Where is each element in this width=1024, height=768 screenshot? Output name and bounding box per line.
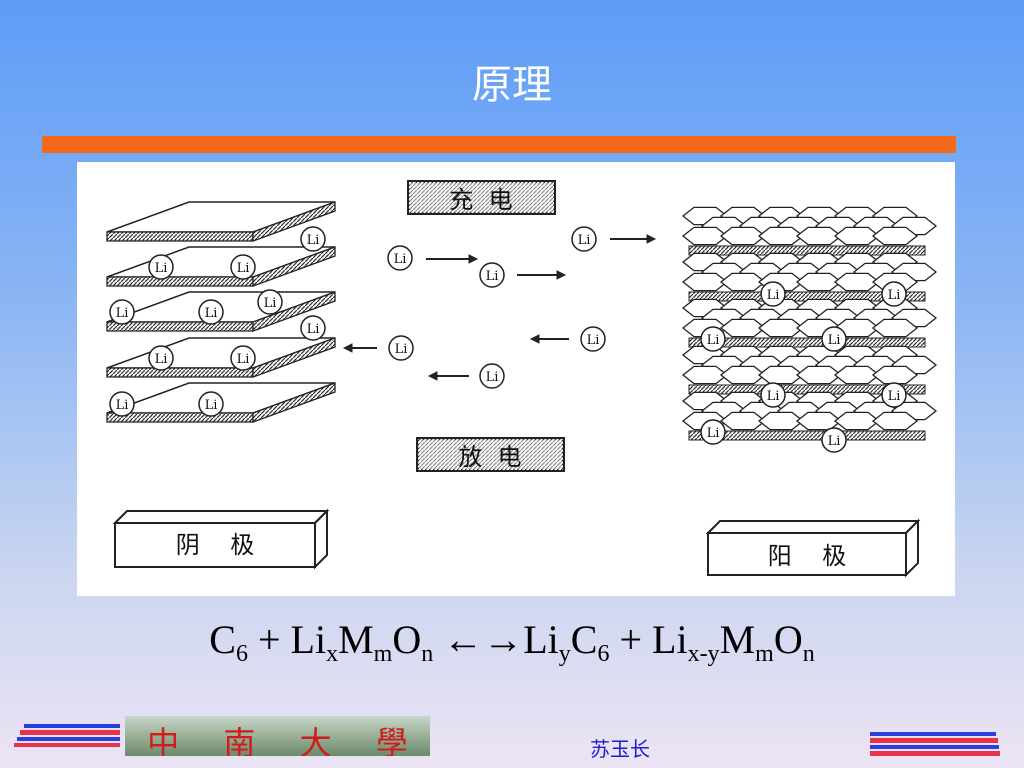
arrow-left-icon (342, 334, 569, 381)
lithium-ion-icon: Li (881, 281, 907, 307)
svg-text:Li: Li (888, 288, 901, 303)
positive-electrode-box: 阳 极 (705, 518, 921, 578)
svg-text:Li: Li (116, 306, 129, 321)
lithium-ion-icon: Li (388, 335, 414, 361)
negative-electrode-box: 阴 极 (112, 508, 330, 570)
lithium-ion-icon: Li (881, 382, 907, 408)
lithium-ion-icon: Li (760, 382, 786, 408)
lithium-ion-icon: Li (760, 281, 786, 307)
lithium-ion-icon: Li (300, 315, 326, 341)
svg-text:Li: Li (205, 398, 218, 413)
svg-text:Li: Li (587, 333, 600, 348)
university-logo: 中南大學 (125, 716, 430, 756)
svg-text:Li: Li (237, 352, 250, 367)
svg-text:Li: Li (307, 233, 320, 248)
svg-text:Li: Li (307, 322, 320, 337)
lithium-ion-icon: Li (198, 391, 224, 417)
lithium-ion-icon: Li (387, 245, 413, 271)
university-logo-text: 中南大學 (147, 724, 408, 756)
svg-text:Li: Li (237, 261, 250, 276)
lithium-ion-icon: Li (821, 427, 847, 453)
svg-text:Li: Li (707, 426, 720, 441)
lithium-ion-icon: Li (580, 326, 606, 352)
arrow-right-icon (426, 234, 657, 280)
svg-text:Li: Li (828, 434, 841, 449)
footer-stripe-left (14, 724, 120, 748)
equation-right: LiyC6 + Lix-yMmOn (523, 617, 815, 667)
slide-title: 原理 (472, 62, 552, 108)
discharge-label-box: 放 电 (416, 437, 565, 472)
svg-text:Li: Li (155, 261, 168, 276)
lithium-ion-icon: Li (257, 289, 283, 315)
lithium-ion-icon: Li (479, 363, 505, 389)
lithium-ion-icon: Li (700, 419, 726, 445)
svg-text:Li: Li (205, 306, 218, 321)
negative-electrode-label: 阴 极 (176, 531, 255, 559)
lithium-ion-icon: Li (198, 299, 224, 325)
lithium-ion-icon: Li (479, 262, 505, 288)
svg-text:Li: Li (578, 233, 591, 248)
svg-text:Li: Li (486, 269, 499, 284)
svg-text:Li: Li (155, 352, 168, 367)
lithium-ion-icon: Li (571, 226, 597, 252)
lithium-ion-icon: Li (148, 254, 174, 280)
lithium-ion-icon: Li (109, 299, 135, 325)
lithium-ion-icon: Li (148, 345, 174, 371)
svg-text:Li: Li (394, 252, 407, 267)
lithium-ion-icon: Li (230, 254, 256, 280)
equation-arrow: ←→ (433, 617, 524, 662)
author-name: 苏玉长 (590, 737, 650, 761)
lithium-ion-icon: Li (230, 345, 256, 371)
lithium-ion-icon: Li (821, 326, 847, 352)
svg-text:Li: Li (395, 342, 408, 357)
svg-text:Li: Li (767, 389, 780, 404)
positive-electrode-label: 阳 极 (768, 542, 847, 570)
charge-label: 充 电 (449, 186, 512, 214)
svg-text:Li: Li (264, 296, 277, 311)
lithium-ion-icon: Li (700, 326, 726, 352)
svg-text:Li: Li (486, 370, 499, 385)
svg-text:Li: Li (707, 333, 720, 348)
svg-text:Li: Li (828, 333, 841, 348)
charge-label-box: 充 电 (407, 180, 556, 215)
lithium-ion-icon: Li (109, 391, 135, 417)
svg-text:Li: Li (767, 288, 780, 303)
footer-stripe-right (870, 732, 1000, 758)
discharge-label: 放 电 (458, 443, 521, 471)
svg-text:Li: Li (888, 389, 901, 404)
reaction-equation: C6 + LixMmOn ←→LiyC6 + Lix-yMmOn (0, 616, 1024, 668)
equation-left: C6 + LixMmOn (209, 617, 434, 667)
lithium-ion-icon: Li (300, 226, 326, 252)
svg-text:Li: Li (116, 398, 129, 413)
title-underline-bar (42, 136, 956, 153)
